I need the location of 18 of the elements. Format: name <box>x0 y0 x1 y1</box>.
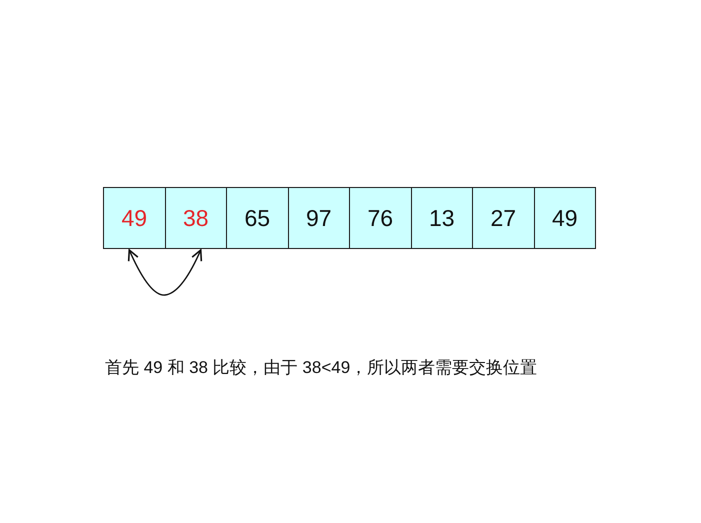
array-cell <box>349 187 412 249</box>
array-value: 97 <box>306 205 332 231</box>
array-cell <box>226 187 288 249</box>
array-value: 27 <box>490 205 516 231</box>
array-cell <box>534 187 596 249</box>
caption-text: 首先 49 和 38 比较，由于 38<49，所以两者需要交换位置 <box>105 357 538 379</box>
array-cell <box>103 187 166 249</box>
array-cell <box>164 187 227 249</box>
array-value: 76 <box>367 205 394 231</box>
array-cell <box>288 187 350 249</box>
array-value: 49 <box>121 205 148 231</box>
array-cell <box>410 187 473 249</box>
array-value: 65 <box>244 205 270 231</box>
array-cell <box>472 187 534 249</box>
swap-arrow <box>128 249 202 296</box>
array-value: 49 <box>552 205 578 231</box>
array-value: 38 <box>182 205 209 231</box>
array-value: 13 <box>428 205 455 231</box>
